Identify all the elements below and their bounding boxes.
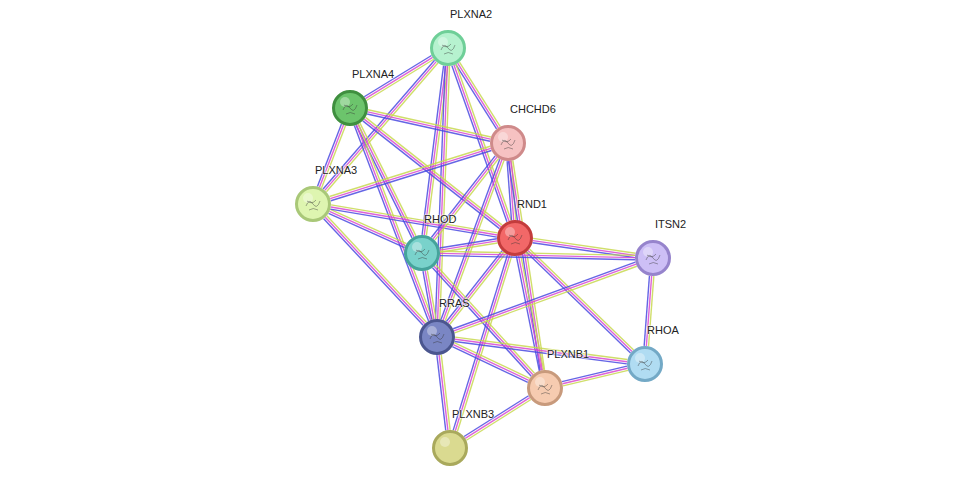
interaction-edge	[516, 255, 543, 371]
interaction-edge	[452, 343, 529, 383]
protein-node: RND1	[497, 220, 533, 256]
evidence-line	[453, 345, 528, 381]
interaction-edge	[453, 262, 637, 333]
protein-node: PLXNA2	[430, 30, 466, 66]
evidence-line	[367, 114, 490, 141]
evidence-line	[423, 271, 432, 320]
protein-node: RHOA	[627, 346, 663, 382]
protein-node: PLXNA4	[332, 90, 368, 126]
evidence-line	[459, 62, 500, 127]
protein-node: ITSN2	[635, 240, 671, 276]
evidence-line	[563, 368, 628, 384]
evidence-line	[425, 271, 434, 320]
node-label: PLXNA2	[450, 8, 492, 20]
evidence-line	[453, 262, 635, 329]
evidence-line	[322, 126, 346, 188]
evidence-line	[327, 216, 426, 323]
interaction-edge	[439, 239, 497, 253]
protein-node: PLXNA3	[295, 186, 331, 222]
node-label: RND1	[517, 198, 547, 210]
evidence-line	[324, 219, 423, 326]
evidence-line	[562, 366, 627, 382]
protein-node: RRAS	[419, 319, 455, 355]
protein-node: CHCHD6	[490, 125, 526, 161]
evidence-line	[452, 347, 527, 383]
node-label: PLXNA4	[352, 68, 394, 80]
node-label: PLXNA3	[315, 164, 357, 176]
interaction-edge	[423, 270, 436, 319]
interaction-edge	[317, 124, 345, 188]
evidence-line	[440, 241, 497, 250]
evidence-line	[441, 355, 450, 430]
evidence-line	[533, 238, 635, 253]
node-label: RHOD	[424, 213, 456, 225]
node-circle	[497, 220, 533, 256]
protein-node: PLXNB3	[432, 430, 468, 466]
evidence-line	[319, 125, 343, 187]
interaction-edge	[562, 366, 628, 386]
node-circle	[635, 240, 671, 276]
evidence-line	[331, 205, 498, 233]
evidence-line	[440, 256, 635, 260]
node-label: ITSN2	[655, 218, 686, 230]
node-circle	[332, 90, 368, 126]
interaction-edge	[440, 251, 635, 260]
evidence-line	[458, 63, 499, 128]
interaction-edge	[509, 160, 545, 370]
evidence-line	[329, 211, 405, 245]
node-circle	[627, 346, 663, 382]
evidence-line	[330, 209, 497, 237]
node-circle	[490, 125, 526, 161]
evidence-line	[368, 110, 491, 137]
evidence-line	[526, 252, 630, 353]
evidence-line	[516, 256, 539, 371]
evidence-line	[440, 251, 635, 255]
node-circle	[404, 235, 440, 271]
node-label: PLXNB1	[547, 348, 589, 360]
node-label: RHOA	[647, 324, 679, 336]
protein-node: PLXNB1	[527, 370, 563, 406]
node-label: RRAS	[439, 297, 470, 309]
node-label: PLXNB3	[452, 408, 494, 420]
evidence-line	[317, 124, 341, 186]
evidence-line	[325, 217, 424, 324]
evidence-line	[363, 121, 500, 229]
evidence-line	[440, 253, 635, 257]
evidence-line	[331, 207, 498, 235]
node-circle	[295, 186, 331, 222]
evidence-line	[454, 264, 636, 331]
node-circle	[419, 319, 455, 355]
interaction-edge	[437, 355, 450, 431]
evidence-line	[454, 343, 529, 379]
interaction-edge	[324, 216, 427, 326]
evidence-line	[368, 112, 491, 139]
evidence-line	[437, 355, 446, 430]
protein-node: RHOD	[404, 235, 440, 271]
evidence-line	[427, 270, 436, 319]
node-circle	[432, 430, 468, 466]
node-circle	[430, 30, 466, 66]
node-circle	[527, 370, 563, 406]
evidence-line	[439, 355, 448, 430]
evidence-line	[438, 66, 448, 319]
evidence-line	[563, 370, 628, 386]
evidence-line	[455, 266, 637, 333]
node-label: CHCHD6	[510, 103, 556, 115]
evidence-line	[439, 239, 496, 248]
evidence-line	[519, 256, 542, 371]
evidence-line	[455, 337, 627, 359]
